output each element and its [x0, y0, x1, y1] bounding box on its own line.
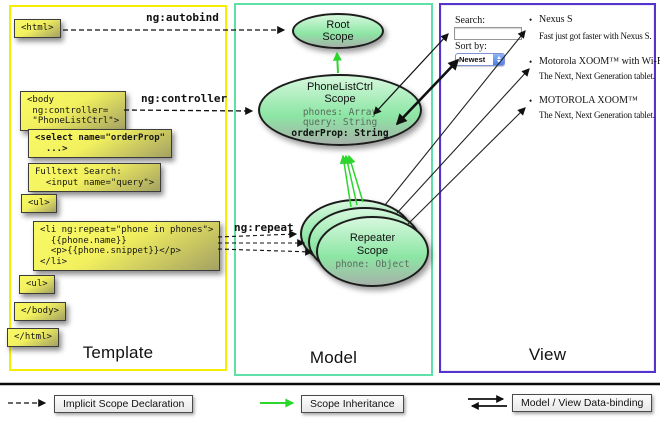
code-html-open: <html>	[14, 19, 61, 38]
phone-desc: The Next, Next Generation tablet.	[539, 110, 655, 120]
sort-by-label: Sort by:	[455, 41, 487, 52]
sort-select[interactable]: Newest	[455, 53, 505, 66]
code-line: <ul>	[26, 279, 48, 289]
template-column-label: Template	[82, 343, 154, 362]
ng-repeat-label: ng:repeat	[234, 221, 294, 234]
code-line: <html>	[21, 23, 54, 33]
scope-prop: query: String	[302, 117, 378, 129]
phone-title: Nexus S	[539, 14, 573, 25]
code-line: <body	[27, 95, 55, 105]
code-line: <ul>	[28, 198, 50, 208]
code-body-close: </body>	[14, 302, 66, 321]
scope-prop: phones: Array	[302, 106, 378, 118]
code-line: </body>	[21, 306, 59, 316]
code-line: <select name="orderProp"	[35, 133, 166, 143]
scope-title: Repeater	[349, 232, 396, 245]
phone-desc: The Next, Next Generation tablet.	[539, 71, 655, 81]
bullet-icon: •	[529, 15, 533, 25]
code-line: "PhoneListCtrl">	[27, 116, 120, 126]
code-line: ...>	[35, 143, 68, 154]
code-line: </html>	[14, 332, 52, 342]
phone-title: Motorola XOOM™ with Wi-Fi	[539, 56, 660, 67]
code-ul-open: <ul>	[21, 194, 57, 213]
code-line: Fulltext Search:	[35, 167, 122, 177]
code-line: <p>{{phone.snippet}}</p>	[40, 246, 181, 256]
root-scope-ellipse: Root Scope	[292, 13, 384, 49]
template-column: Template	[9, 5, 227, 371]
legend-implicit-scope-declaration: Implicit Scope Declaration	[54, 395, 194, 413]
code-ul-close: <ul>	[19, 275, 55, 294]
scope-title: Scope	[356, 244, 389, 257]
phone-list-item: • MOTOROLA XOOM™	[529, 95, 638, 106]
model-column-label: Model	[309, 348, 358, 367]
search-label: Search:	[455, 15, 485, 26]
bullet-icon: •	[529, 57, 533, 67]
code-select: <select name="orderProp" ...>	[28, 129, 173, 158]
scope-prop: phone: Object	[335, 259, 410, 271]
ng-controller-label: ng:controller	[141, 92, 228, 105]
scope-title: Scope	[322, 31, 354, 43]
scope-title: Scope	[324, 93, 356, 106]
bullet-icon: •	[529, 96, 533, 106]
phone-desc: Fast just got faster with Nexus S.	[539, 31, 652, 41]
legend-model-view-data-binding: Model / View Data-binding	[512, 394, 653, 412]
scope-prop: orderProp: String	[291, 127, 389, 139]
select-stepper-icon	[493, 54, 504, 65]
phone-title: MOTOROLA XOOM™	[539, 95, 638, 106]
code-line: <li ng:repeat="phone in phones">	[40, 225, 214, 235]
code-html-close: </html>	[7, 328, 59, 347]
sort-select-value: Newest	[459, 55, 486, 64]
phonelistctrl-scope-ellipse: PhoneListCtrl Scope phones: Array query:…	[258, 74, 422, 146]
code-line: {{phone.name}}	[40, 235, 127, 246]
model-column: Model	[234, 3, 433, 376]
code-line: <input name="query">	[35, 177, 155, 188]
scope-title: Root	[326, 18, 350, 31]
search-input[interactable]	[454, 27, 522, 40]
repeater-scope-ellipse-front: Repeater Scope phone: Object	[316, 216, 429, 287]
code-fulltext-search: Fulltext Search: <input name="query">	[28, 163, 162, 192]
code-body-open: <body ng:controller= "PhoneListCtrl">	[20, 91, 127, 131]
phone-list-item: • Motorola XOOM™ with Wi-Fi	[529, 56, 660, 67]
view-column-label: View	[528, 345, 567, 364]
phone-list-item: • Nexus S	[529, 14, 573, 25]
code-li-repeat: <li ng:repeat="phone in phones"> {{phone…	[33, 221, 221, 271]
code-line: ng:controller=	[27, 105, 109, 116]
legend-scope-inheritance: Scope Inheritance	[301, 395, 404, 413]
code-line: </li>	[40, 256, 68, 267]
scope-title: PhoneListCtrl	[306, 80, 374, 93]
ng-autobind-label: ng:autobind	[146, 11, 219, 24]
